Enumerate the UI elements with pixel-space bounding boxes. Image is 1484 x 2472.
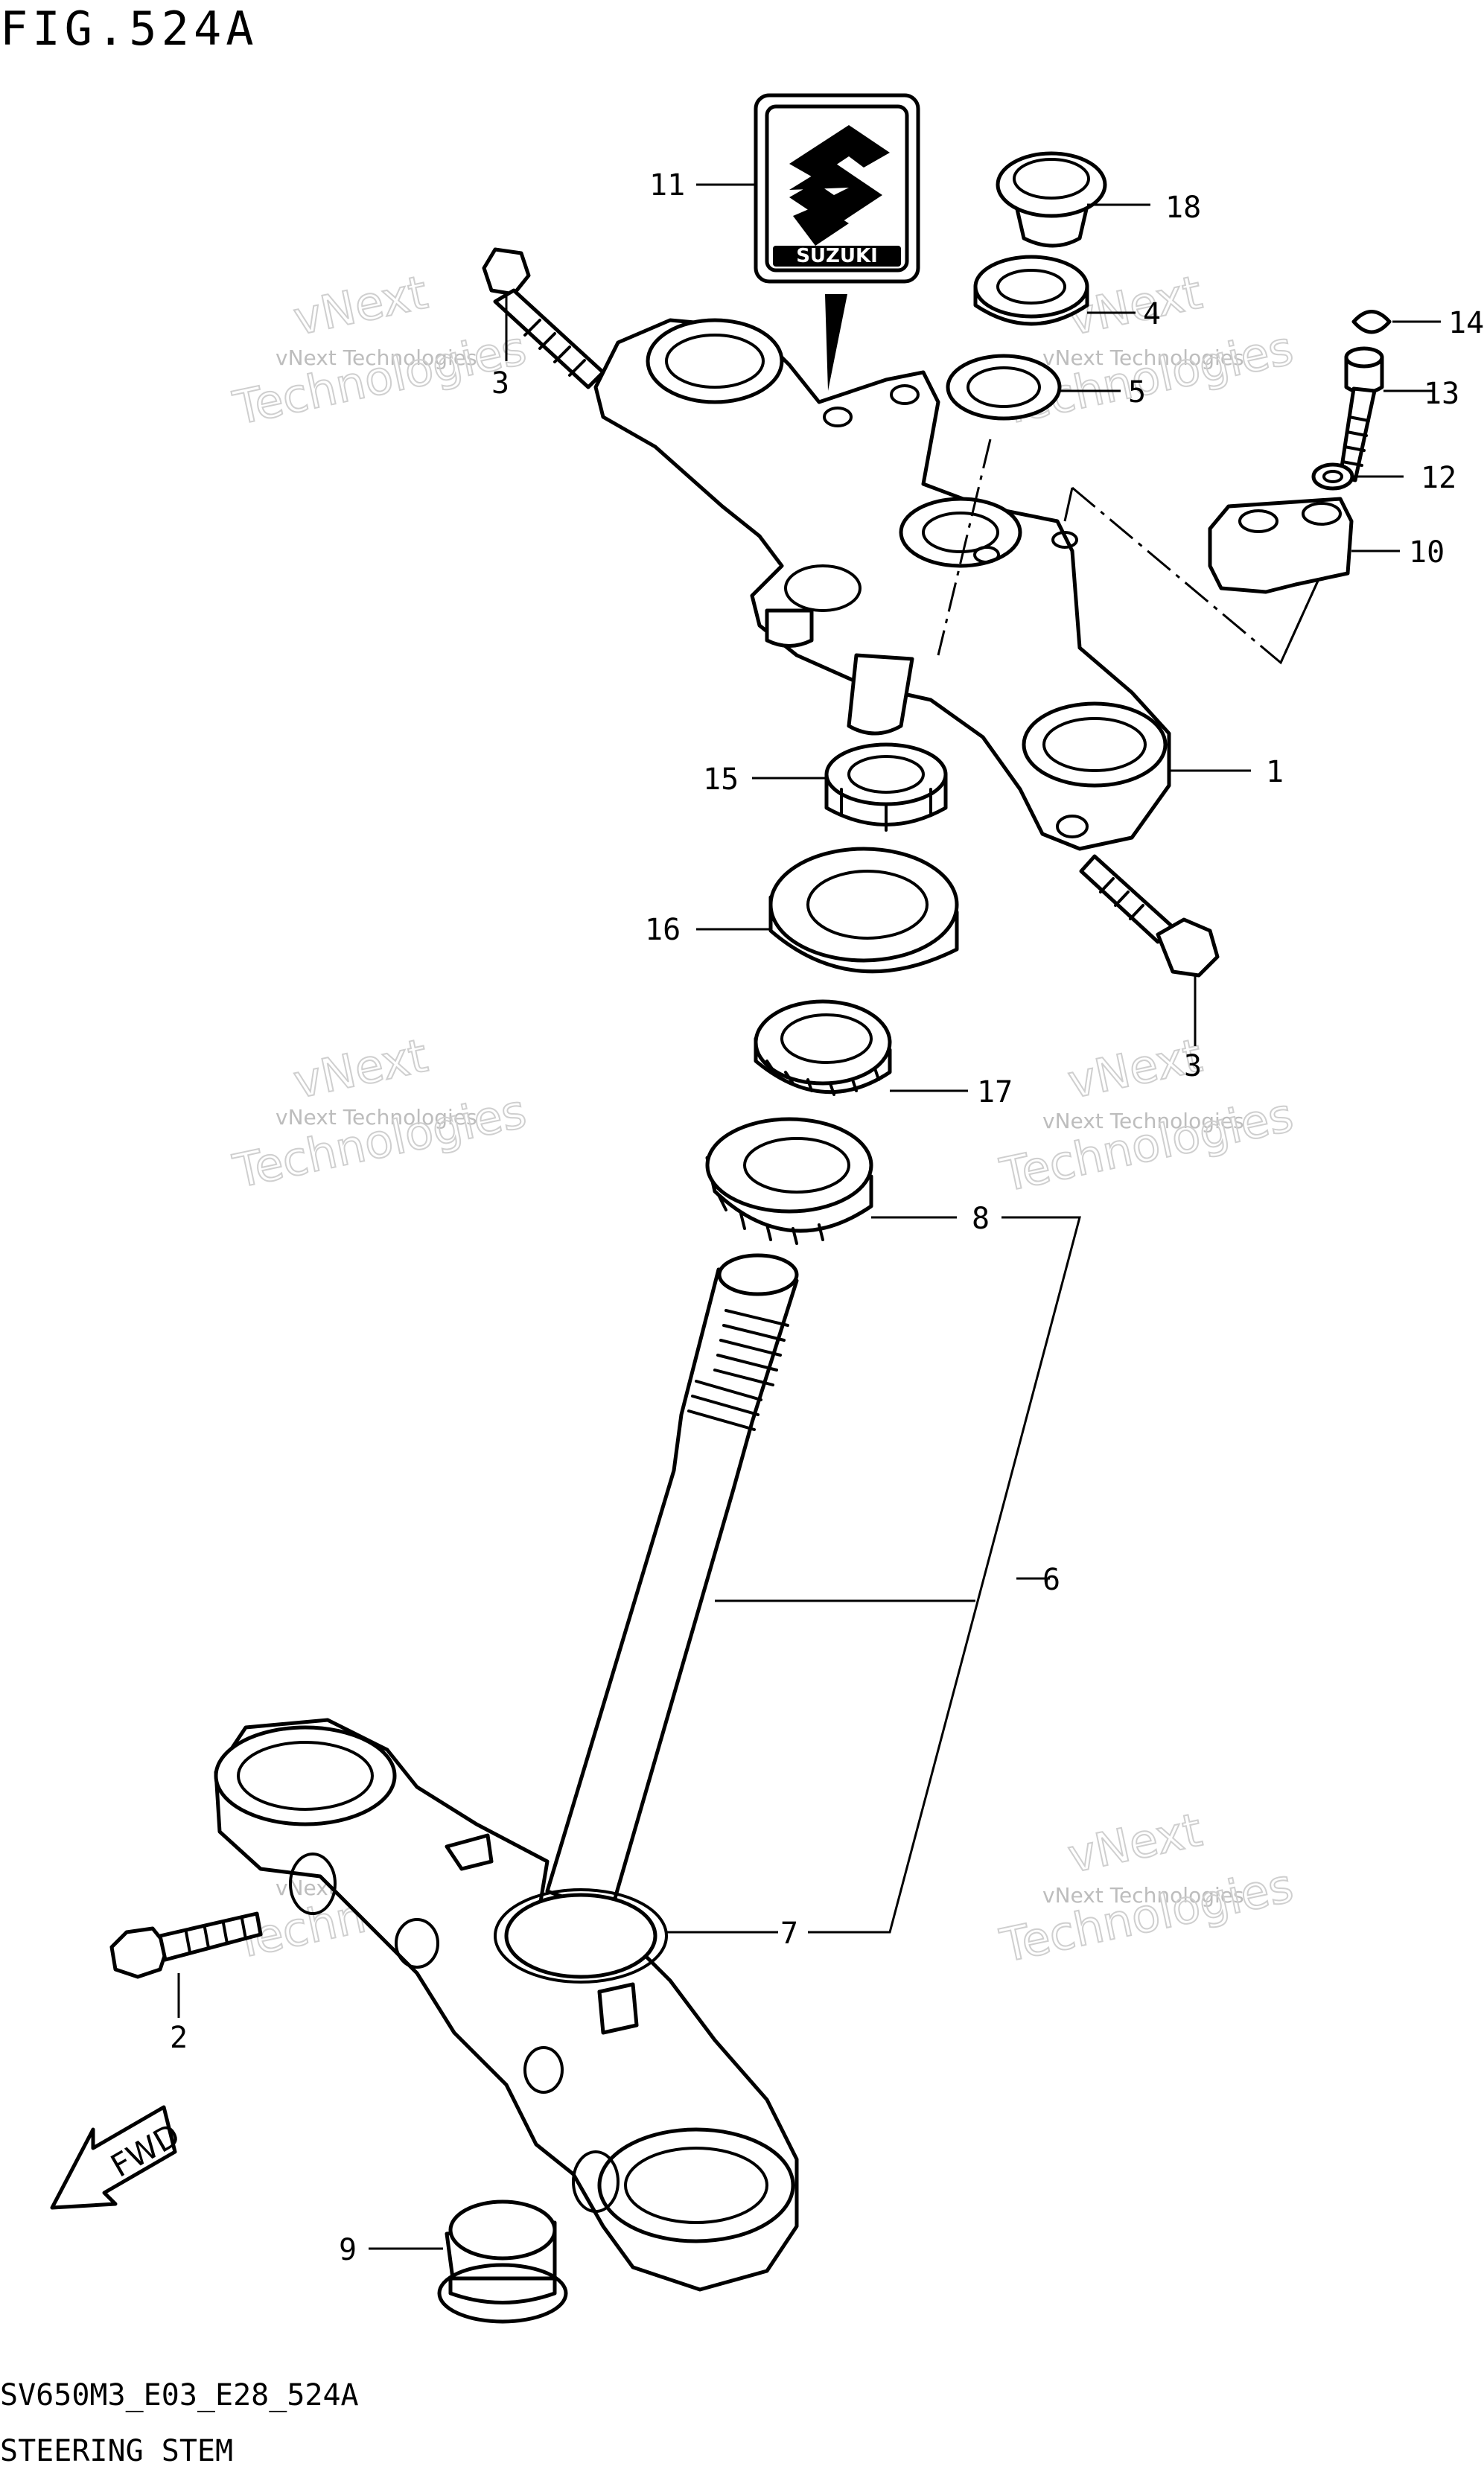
callout-3b: 3: [1184, 1049, 1202, 1083]
svg-text:vNext: vNext: [289, 265, 432, 346]
svg-text:Technologies: Technologies: [996, 1087, 1298, 1202]
callout-17: 17: [977, 1075, 1013, 1109]
callout-14: 14: [1448, 306, 1484, 340]
svg-text:vNext Technologies: vNext Technologies: [276, 1105, 477, 1130]
emblem-pointer: [825, 294, 847, 391]
watermark-low-right: vNext Technologies vNext Technologies: [995, 1802, 1299, 1974]
watermark-mid-right: vNext Technologies vNext Technologies: [995, 1028, 1299, 1203]
part-8-bearing: [705, 1117, 873, 1245]
part-18-cap: [996, 151, 1107, 248]
part-12-washer: [1311, 462, 1354, 491]
part-10-holder: [1208, 497, 1354, 594]
suzuki-logo-text: SUZUKI: [796, 245, 878, 267]
svg-text:Technologies: Technologies: [229, 320, 531, 435]
part-6-stem: [214, 1253, 799, 2292]
callout-5: 5: [1128, 375, 1146, 410]
part-9-cap: [437, 2199, 568, 2324]
svg-text:vNext: vNext: [289, 1028, 432, 1109]
callout-10: 10: [1409, 535, 1445, 570]
part-15-nut: [824, 742, 948, 832]
fwd-arrow-icon: FWD: [50, 2105, 186, 2210]
part-4-washer: [973, 255, 1089, 326]
watermark-top-left: vNext Technologies vNext Technologies: [228, 264, 532, 436]
footer-title: STEERING STEM: [0, 2434, 233, 2468]
part-1-upper-bracket: [593, 318, 1171, 851]
part-16-seal: [768, 847, 959, 974]
callout-6: 6: [1042, 1563, 1060, 1597]
callout-9: 9: [339, 2233, 357, 2267]
part-13-bolt: [1338, 346, 1384, 482]
callout-13: 13: [1424, 377, 1459, 411]
svg-text:Technologies: Technologies: [229, 1083, 531, 1198]
callout-15: 15: [703, 762, 739, 797]
assembly-line-upper: [937, 439, 992, 656]
svg-text:vNext Technologies: vNext Technologies: [1042, 1109, 1244, 1133]
part-17-bearing: [754, 999, 892, 1096]
callout-2: 2: [170, 2021, 188, 2055]
callout-16: 16: [645, 913, 681, 947]
callout-3a: 3: [491, 366, 509, 401]
part-3-bolt-lower: [1079, 854, 1220, 978]
part-3-bolt-upper: [482, 247, 605, 389]
svg-text:vNext Technologies: vNext Technologies: [1042, 345, 1244, 370]
callout-12: 12: [1421, 461, 1456, 495]
callout-11: 11: [649, 168, 685, 203]
callout-4: 4: [1143, 297, 1161, 331]
watermark-mid-left: vNext Technologies vNext Technologies: [228, 1028, 532, 1200]
svg-text:Technologies: Technologies: [996, 1858, 1298, 1972]
part-7-seal: [494, 1888, 668, 1984]
callout-18: 18: [1165, 191, 1201, 225]
callout-1: 1: [1266, 755, 1284, 789]
svg-text:vNext: vNext: [1063, 1803, 1206, 1884]
assembly-line-holder-solid: [1063, 487, 1319, 663]
leader-lines: [177, 183, 1441, 2250]
svg-text:vNext Technologies: vNext Technologies: [1042, 1883, 1244, 1908]
part-2-bolt: [109, 1911, 263, 1979]
callout-8: 8: [972, 1202, 990, 1236]
callout-7: 7: [780, 1917, 798, 1951]
figure-title: FIG.524A: [0, 1, 258, 56]
suzuki-emblem: SUZUKI: [754, 93, 920, 284]
part-14-cap: [1351, 310, 1392, 334]
part-5-washer: [946, 354, 1062, 421]
footer-code: SV650M3_E03_E28_524A: [0, 2378, 359, 2412]
svg-text:vNext Technologies: vNext Technologies: [276, 345, 477, 370]
